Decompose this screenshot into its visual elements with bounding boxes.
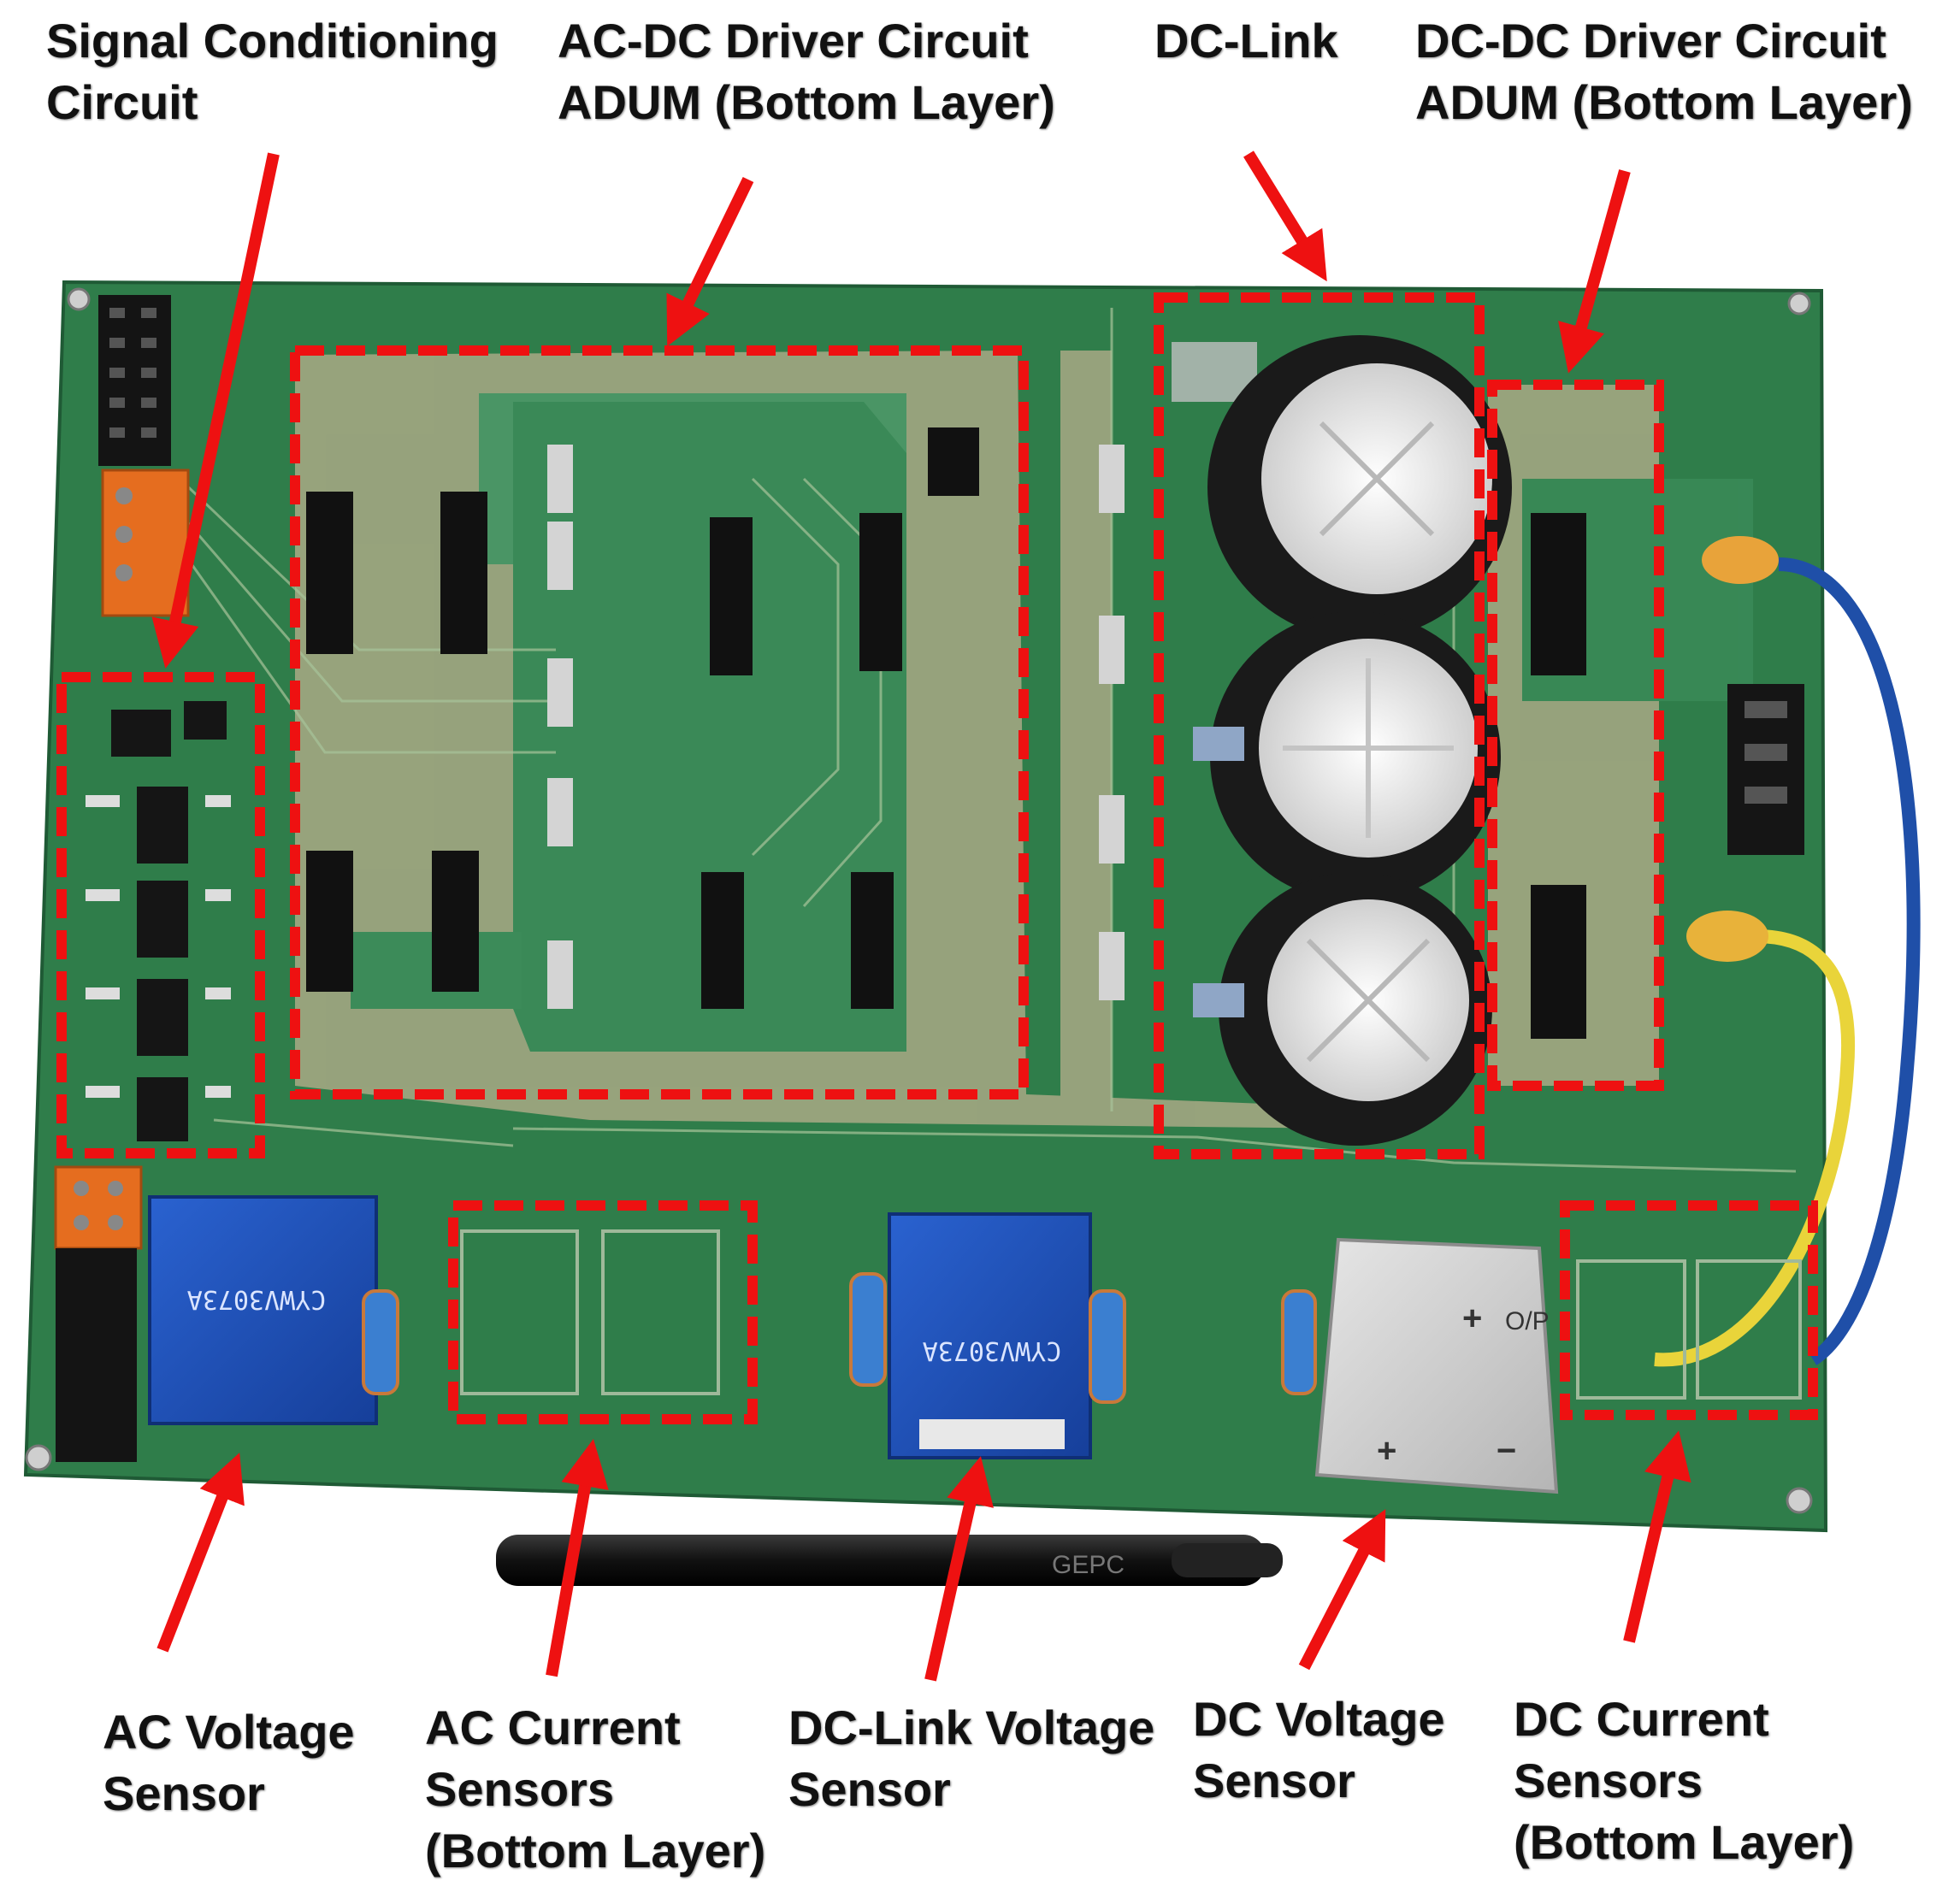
pen-brand: GEPC <box>1052 1551 1125 1579</box>
label-line: AC Current <box>425 1701 681 1754</box>
label-line: Signal Conditioning <box>46 14 499 68</box>
dc-voltage-sensor-module: + O/P + − <box>1281 1237 1559 1494</box>
label-line: Sensor <box>788 1762 951 1816</box>
sensor-marking-1: CYWV3073A <box>187 1284 327 1314</box>
label-dc-voltage-sensor: DC Voltage Sensor <box>1193 1689 1445 1812</box>
arrow-dc-current-sensors <box>1623 1430 1691 1643</box>
arrow-dc-link <box>1243 150 1327 282</box>
dc-sensor-plus: + <box>1462 1300 1482 1337</box>
box-acdc-driver <box>290 345 1029 1099</box>
box-dcdc-driver <box>1487 380 1664 1091</box>
arrow-acdc-driver <box>666 176 754 347</box>
label-line: Sensors <box>425 1762 614 1816</box>
label-dc-link: DC-Link <box>1154 10 1338 72</box>
dc-sensor-op: O/P <box>1505 1307 1550 1335</box>
arrow-signal-conditioning <box>151 152 280 669</box>
label-line: (Bottom Layer) <box>1514 1815 1855 1869</box>
cables <box>1654 536 1921 1367</box>
arrow-dc-voltage-sensor <box>1298 1509 1386 1671</box>
label-line: ADUM (Bottom Layer) <box>1415 75 1913 129</box>
box-ac-current-sensors <box>448 1200 758 1424</box>
dc-link-capacitors <box>1172 335 1512 1146</box>
box-signal-conditioning <box>56 672 265 1158</box>
dc-sensor-plus-2: + <box>1377 1432 1396 1470</box>
arrow-ac-voltage-sensor <box>156 1453 245 1653</box>
label-line: Sensor <box>1193 1754 1355 1807</box>
label-dcdc-driver: DC-DC Driver Circuit ADUM (Bottom Layer) <box>1415 10 1913 133</box>
acdc-driver-chips <box>306 427 1125 1009</box>
ac-voltage-sensor-module: CYWV3073A <box>148 1195 399 1425</box>
dclink-voltage-sensor-module: CYWV3073A <box>849 1212 1126 1459</box>
label-line: Sensor <box>103 1766 265 1820</box>
label-line: DC-DC Driver Circuit <box>1415 14 1886 68</box>
label-line: DC-Link <box>1154 14 1338 68</box>
connector-top-left <box>54 295 190 1462</box>
dc-sensor-minus: − <box>1497 1432 1516 1470</box>
arrow-dclink-voltage-sensor <box>924 1456 994 1682</box>
signal-conditioning-ics <box>86 701 231 1141</box>
label-line: AC Voltage <box>103 1705 355 1759</box>
annotation-boxes <box>56 292 1818 1424</box>
pen: GEPC <box>496 1535 1283 1586</box>
annotation-arrows <box>151 150 1691 1682</box>
label-line: DC-Link Voltage <box>788 1701 1155 1754</box>
sensor-marking-2: CYWV3073A <box>923 1335 1062 1365</box>
current-sensor-footprints <box>460 1229 1802 1400</box>
label-ac-current-sensors: AC Current Sensors (Bottom Layer) <box>425 1697 765 1882</box>
label-line: Sensors <box>1514 1754 1703 1807</box>
dcdc-driver-chips <box>1531 513 1804 1039</box>
label-line: Circuit <box>46 75 198 129</box>
arrow-dcdc-driver <box>1558 169 1631 374</box>
box-dc-current-sensors <box>1560 1200 1818 1420</box>
box-dc-link <box>1154 292 1485 1159</box>
label-line: DC Current <box>1514 1692 1769 1746</box>
label-line: AC-DC Driver Circuit <box>558 14 1029 68</box>
label-line: DC Voltage <box>1193 1692 1445 1746</box>
label-acdc-driver: AC-DC Driver Circuit ADUM (Bottom Layer) <box>558 10 1055 133</box>
label-signal-conditioning: Signal Conditioning Circuit <box>46 10 499 133</box>
label-ac-voltage-sensor: AC Voltage Sensor <box>103 1701 355 1824</box>
label-dc-current-sensors: DC Current Sensors (Bottom Layer) <box>1514 1689 1854 1873</box>
arrow-ac-current-sensors <box>546 1438 609 1677</box>
label-line: ADUM (Bottom Layer) <box>558 75 1055 129</box>
label-line: (Bottom Layer) <box>425 1824 766 1877</box>
label-dclink-voltage-sensor: DC-Link Voltage Sensor <box>788 1697 1154 1820</box>
